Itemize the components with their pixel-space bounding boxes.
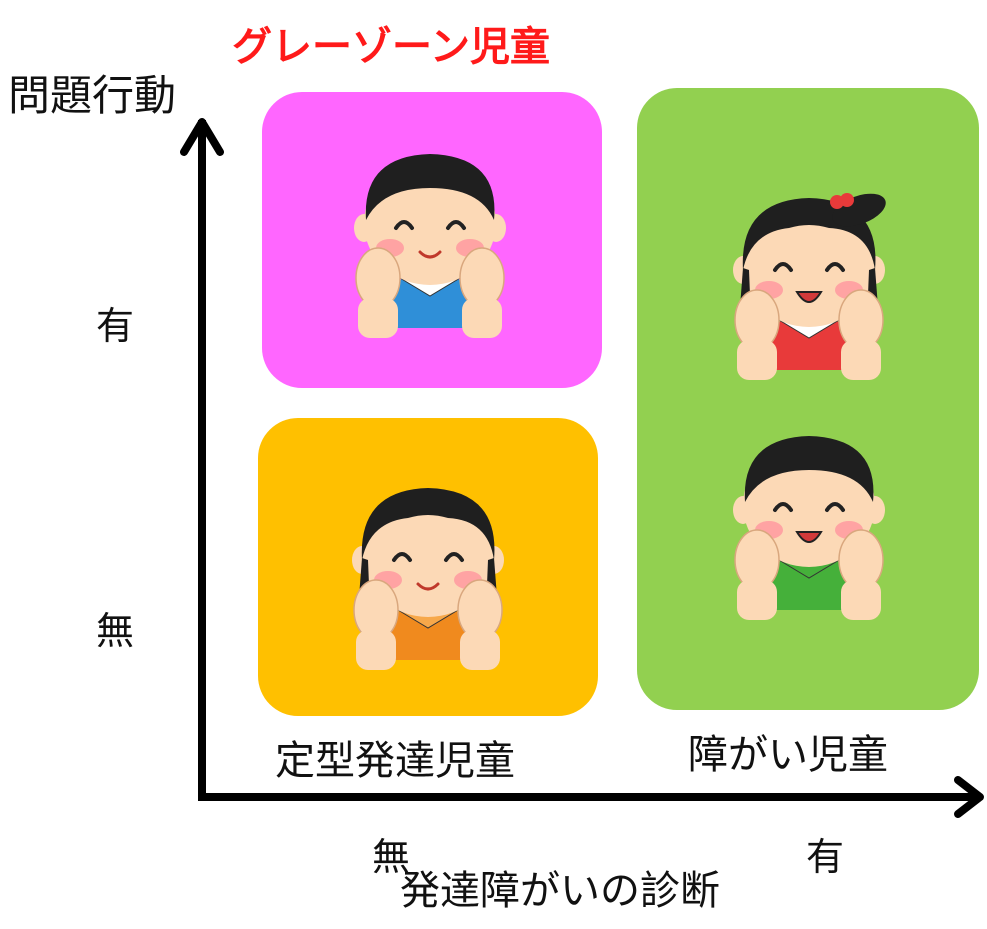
y-tick-no: 無 (96, 609, 135, 653)
boy-green-shirt-icon (733, 436, 885, 620)
gray-zone-quadrant (262, 92, 602, 388)
girl-red-shirt-ponytail-icon (733, 193, 886, 380)
boy-blue-shirt-icon (354, 154, 506, 338)
x-tick-no: 無 (372, 835, 411, 879)
girl-orange-shirt-icon (352, 488, 504, 670)
disability-quadrant (637, 88, 979, 710)
y-tick-yes: 有 (96, 304, 135, 348)
category-disability: 障がい児童 (688, 732, 888, 778)
x-axis-arrow (198, 776, 984, 818)
y-axis-label: 問題行動 (8, 71, 177, 120)
gray-zone-title: グレーゾーン児童 (232, 24, 550, 70)
x-axis-label: 発達障がいの診断 (400, 868, 720, 914)
x-tick-yes: 有 (806, 835, 845, 879)
y-axis-arrow (180, 118, 224, 800)
typical-quadrant (258, 418, 598, 716)
category-typical: 定型発達児童 (275, 738, 515, 784)
